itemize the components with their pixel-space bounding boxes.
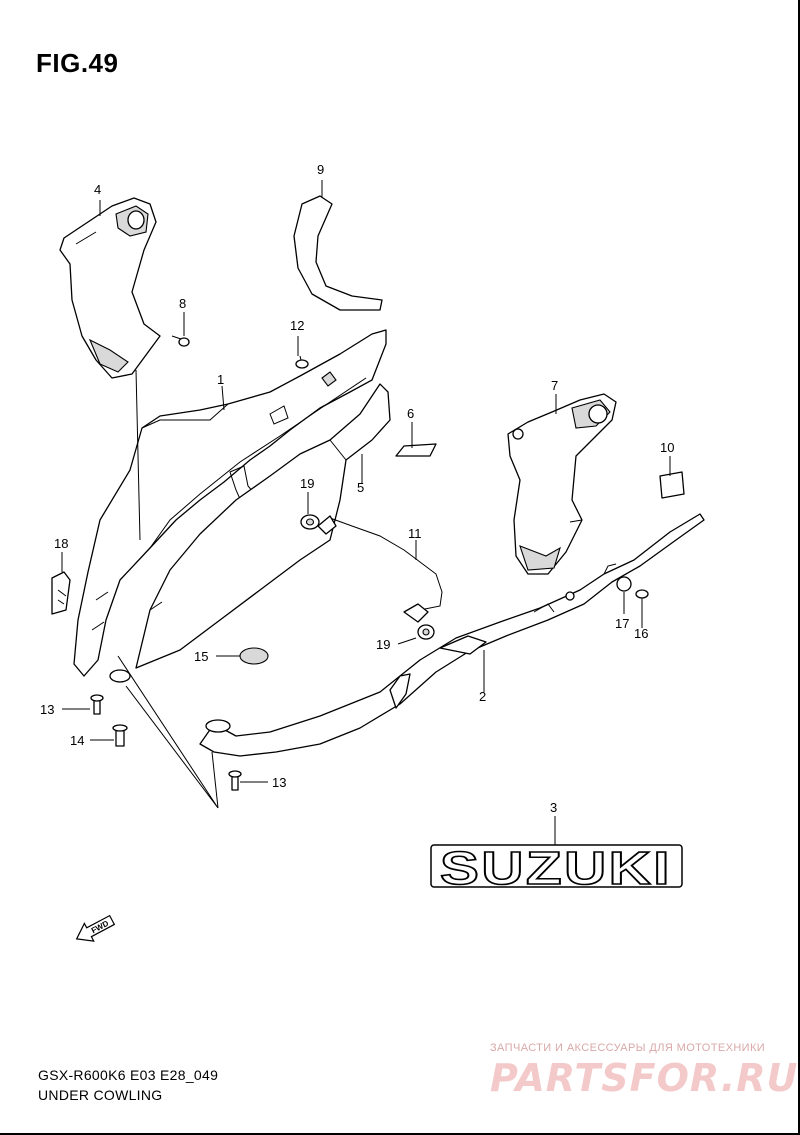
callout-3: 3 [550,800,557,815]
part-13-bolt-left [90,694,104,715]
watermark-tagline: ЗАПЧАСТИ И АКСЕССУАРЫ ДЛЯ МОТОТЕХНИКИ [490,1042,766,1054]
part-12-screw [295,355,309,369]
callout-16: 16 [634,626,648,641]
part-6-pad [395,443,437,457]
callout-6: 6 [407,406,414,421]
section-name: UNDER COWLING [38,1087,163,1103]
part-9-trim-strip [293,195,383,311]
callout-18: 18 [54,536,68,551]
part-8-screw [171,335,190,347]
model-code: GSX-R600K6 E03 E28_049 [38,1067,219,1083]
part-10-label [659,471,685,499]
bracket-washer [109,669,131,683]
part-7-inner-panel-right [507,393,617,575]
part-5-inner-panel [135,383,391,669]
callout-17: 17 [615,616,629,631]
callout-2: 2 [479,689,486,704]
callout-13-right: 13 [272,775,286,790]
callout-1: 1 [217,372,224,387]
part-11-stay-wire [317,515,443,623]
part-4-inner-panel-left [59,197,161,379]
callout-14: 14 [70,733,84,748]
callout-15: 15 [194,649,208,664]
leader-lines [61,180,671,846]
callout-5: 5 [357,480,364,495]
callout-7: 7 [551,378,558,393]
callout-9: 9 [317,162,324,177]
part-16-screw [635,589,649,610]
part-13-bolt-right [228,770,242,791]
emblem-text: SUZUKI [440,842,672,894]
callout-11: 11 [408,526,422,541]
figure-title: FIG.49 [36,48,119,78]
callout-10: 10 [660,440,674,455]
callout-8: 8 [179,296,186,311]
part-3-emblem: SUZUKI [430,841,683,895]
part-19-grommet-upper [300,514,320,530]
part-1-under-cowling-main [73,329,387,677]
part-15-cap [239,647,269,665]
watermark-site: PARTSFOR.RU [490,1056,799,1100]
callout-19-upper: 19 [300,476,314,491]
callout-19-lower: 19 [376,637,390,652]
part-18-clip [51,571,71,615]
callout-13-left: 13 [40,702,54,717]
part-14-bolt [112,724,128,747]
part-17-grommet [616,576,632,592]
part-19-grommet-lower [417,624,435,640]
part-2-lower-bracket [199,513,705,757]
callout-4: 4 [94,182,101,197]
fwd-arrow-icon: FWD [75,914,116,942]
callout-12: 12 [290,318,304,333]
